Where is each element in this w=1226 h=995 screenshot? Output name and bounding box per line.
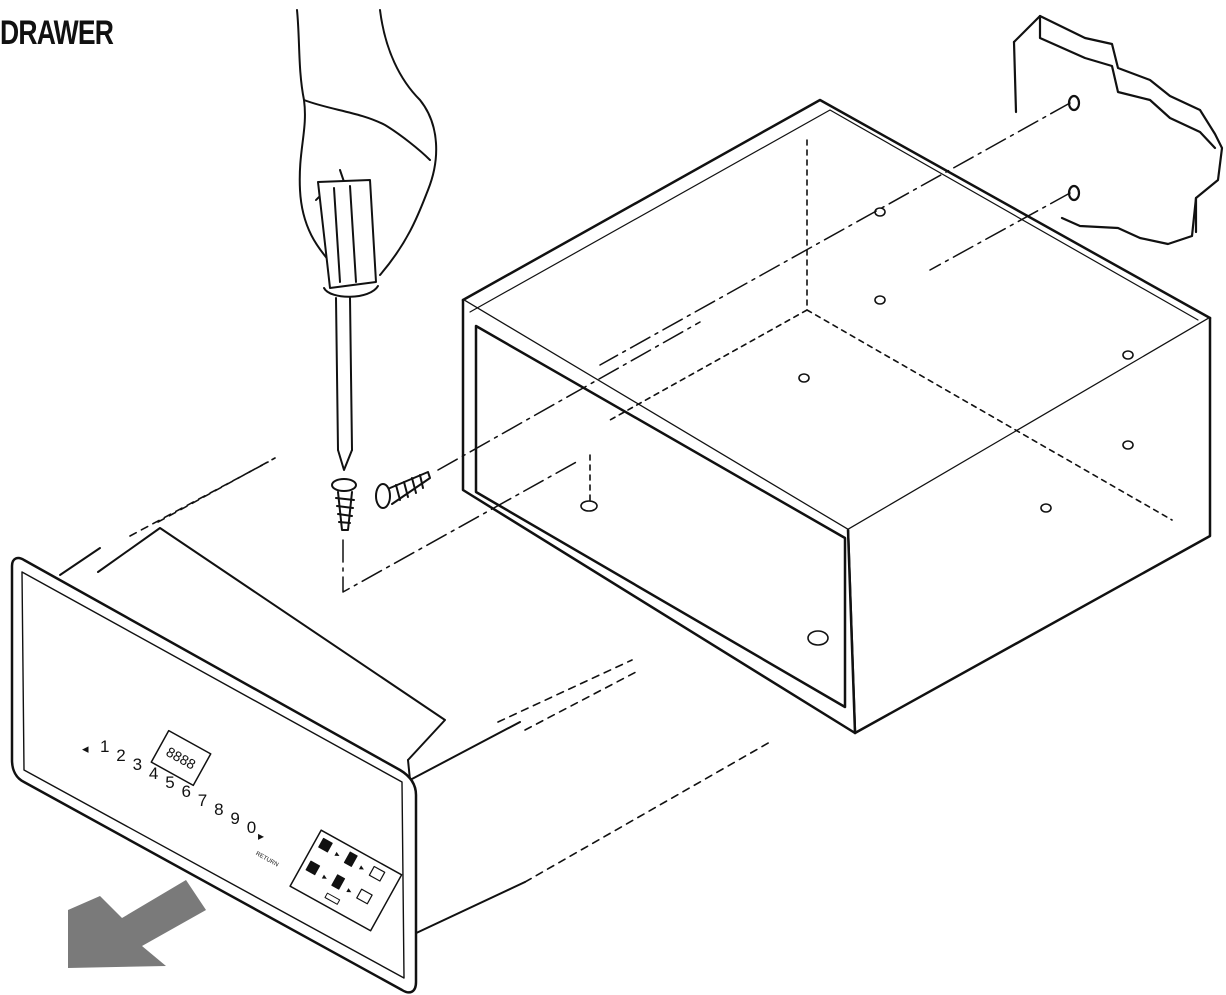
door-icon bbox=[356, 888, 373, 905]
svg-text:▸: ▸ bbox=[345, 885, 354, 896]
screw-horizontal bbox=[375, 471, 431, 509]
keypad-digit: 3 bbox=[133, 755, 142, 774]
pull-out-arrow bbox=[68, 880, 206, 968]
lock-icon bbox=[318, 837, 333, 853]
keypad-display bbox=[150, 729, 212, 787]
wall-fragment bbox=[1012, 14, 1224, 246]
page-title: DRAWER bbox=[0, 14, 114, 52]
safe-box bbox=[461, 98, 1212, 735]
keypad-digit: 0 bbox=[247, 818, 256, 837]
keypad-digit: 4 bbox=[149, 764, 158, 783]
drawer-hidden-edges bbox=[129, 457, 771, 883]
keypad-digit: 1 bbox=[100, 737, 109, 756]
alignment-lines bbox=[342, 102, 1071, 593]
keypad-digit: 9 bbox=[230, 809, 239, 828]
svg-text:▸: ▸ bbox=[358, 862, 367, 873]
svg-text:▸: ▸ bbox=[333, 849, 342, 860]
safe-mounting-holes bbox=[580, 207, 1134, 646]
safe-hidden-edges bbox=[589, 139, 1173, 521]
unlock-icon bbox=[305, 860, 321, 876]
keypad-digit: 7 bbox=[198, 791, 207, 810]
keypad-digit: 6 bbox=[182, 782, 191, 801]
svg-text:▸: ▸ bbox=[321, 872, 330, 883]
keypad-digit: 5 bbox=[165, 773, 174, 792]
keypad-lock-glyph: ◂ bbox=[82, 741, 89, 756]
keypad-return-arrow: ▸ bbox=[258, 829, 264, 843]
key-icon bbox=[343, 851, 358, 867]
key-icon-2 bbox=[331, 874, 346, 890]
function-icon-panel: ▸ ▸ ▸ ▸ bbox=[289, 829, 403, 932]
screw-vertical bbox=[331, 478, 357, 531]
book-icon bbox=[368, 865, 386, 882]
keypad-digit: 2 bbox=[116, 746, 125, 765]
keypad-digit: 8 bbox=[214, 800, 223, 819]
hand-screwdriver bbox=[296, 9, 438, 471]
